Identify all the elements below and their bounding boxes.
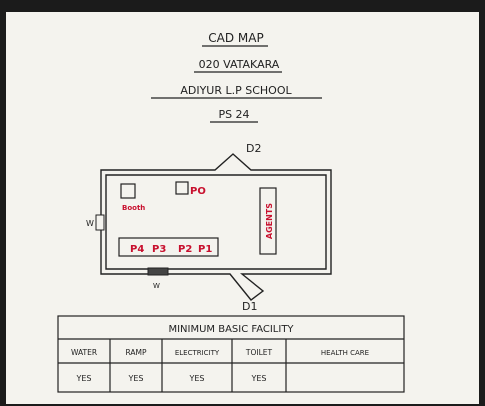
left-window-label: W <box>86 219 94 228</box>
paper-sheet: CAD MAP 020 VATAKARA ADIYUR L.P SCHOOL P… <box>6 12 479 404</box>
header-ramp: RAMP <box>125 348 147 357</box>
title-constituency: 020 VATAKARA <box>199 58 280 71</box>
left-window <box>95 214 105 231</box>
bottom-window <box>147 267 169 276</box>
door-d1-label: D1 <box>242 300 257 313</box>
header-water: WATER <box>71 348 97 357</box>
room-outline <box>100 153 332 301</box>
value-toilet: YES <box>250 374 266 383</box>
facility-table-title: MINIMUM BASIC FACILITY <box>168 324 294 335</box>
bottom-window-label: W <box>153 282 160 290</box>
agents-label: AGENTS <box>265 203 274 239</box>
cad-map-drawing: CAD MAP 020 VATAKARA ADIYUR L.P SCHOOL P… <box>57 31 405 393</box>
header-electricity: ELECTRICITY <box>175 349 220 357</box>
voting-booth <box>120 183 136 199</box>
agents-bench <box>259 187 277 255</box>
value-electricity: YES <box>188 374 204 383</box>
door-d2-label: D2 <box>246 142 261 155</box>
header-toilet: TOILET <box>245 348 273 357</box>
value-ramp: YES <box>127 374 143 383</box>
desk-label-p4: P4 <box>130 244 144 255</box>
po-label: PO <box>190 186 206 197</box>
value-water: YES <box>75 374 91 383</box>
booth-label: Booth <box>122 204 145 212</box>
facility-table <box>57 315 405 393</box>
presiding-officer-table <box>175 181 189 195</box>
polling-officers-desk <box>118 237 219 257</box>
header-health-care: HEALTH CARE <box>321 349 369 357</box>
desk-label-p2: P2 <box>178 244 192 255</box>
title-school: ADIYUR L.P SCHOOL <box>180 84 292 97</box>
title-polling-station: PS 24 <box>218 108 249 121</box>
desk-label-p3: P3 <box>152 244 166 255</box>
title-cad-map: CAD MAP <box>208 31 263 45</box>
desk-label-p1: P1 <box>198 244 212 255</box>
